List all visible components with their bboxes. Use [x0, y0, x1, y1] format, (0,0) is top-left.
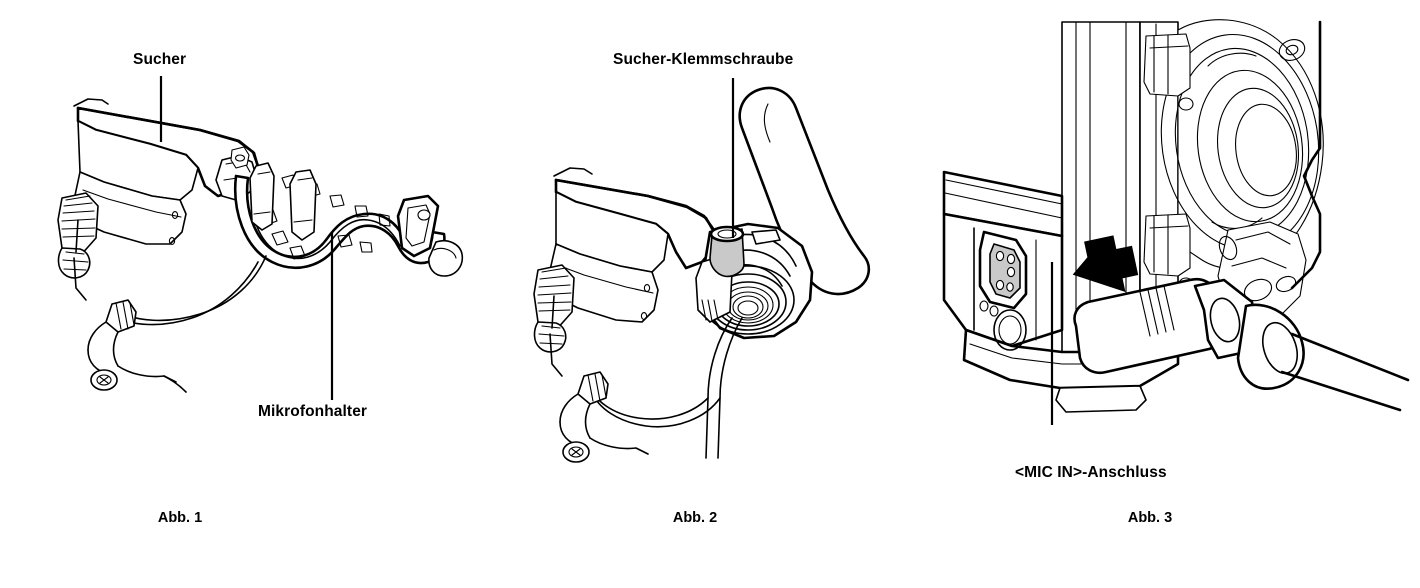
callout-label-mikrofonhalter: Mikrofonhalter — [258, 403, 368, 420]
figure-3-artwork — [942, 19, 1410, 413]
insertion-arrow — [1072, 235, 1139, 293]
figure-2-leader-lines — [731, 78, 735, 238]
figure-3-leader-lines — [1050, 262, 1054, 425]
figure-1-artwork — [57, 98, 464, 393]
callout-label-sucher-klemmschraube: Sucher-Klemmschraube — [613, 51, 794, 68]
figure-1 — [0, 0, 480, 588]
microphone-holder — [215, 146, 464, 277]
figure-2-artwork — [533, 86, 871, 463]
mic-in-jack — [978, 230, 1028, 351]
figure-caption-2: Abb. 2 — [672, 510, 718, 526]
callout-label-sucher: Sucher — [133, 51, 187, 68]
microphone-cable — [87, 255, 267, 393]
callout-label-mic-in-anschluss: <MIC IN>-Anschluss — [1015, 464, 1167, 481]
microphone-mount-head — [695, 222, 814, 340]
microphone-cable — [559, 317, 743, 463]
figure-caption-3: Abb. 3 — [1127, 510, 1173, 526]
figure-2 — [480, 0, 940, 588]
microphone — [738, 86, 871, 296]
figure-1-leader-lines — [159, 76, 334, 400]
lens-mount-ring — [1143, 19, 1324, 321]
viewfinder-body — [533, 167, 716, 377]
figure-caption-1: Abb. 1 — [157, 510, 203, 526]
viewfinder-body — [57, 98, 260, 301]
figure-3 — [940, 0, 1420, 588]
clamp-screw — [709, 225, 745, 278]
xlr-connector-plug — [1073, 277, 1410, 412]
